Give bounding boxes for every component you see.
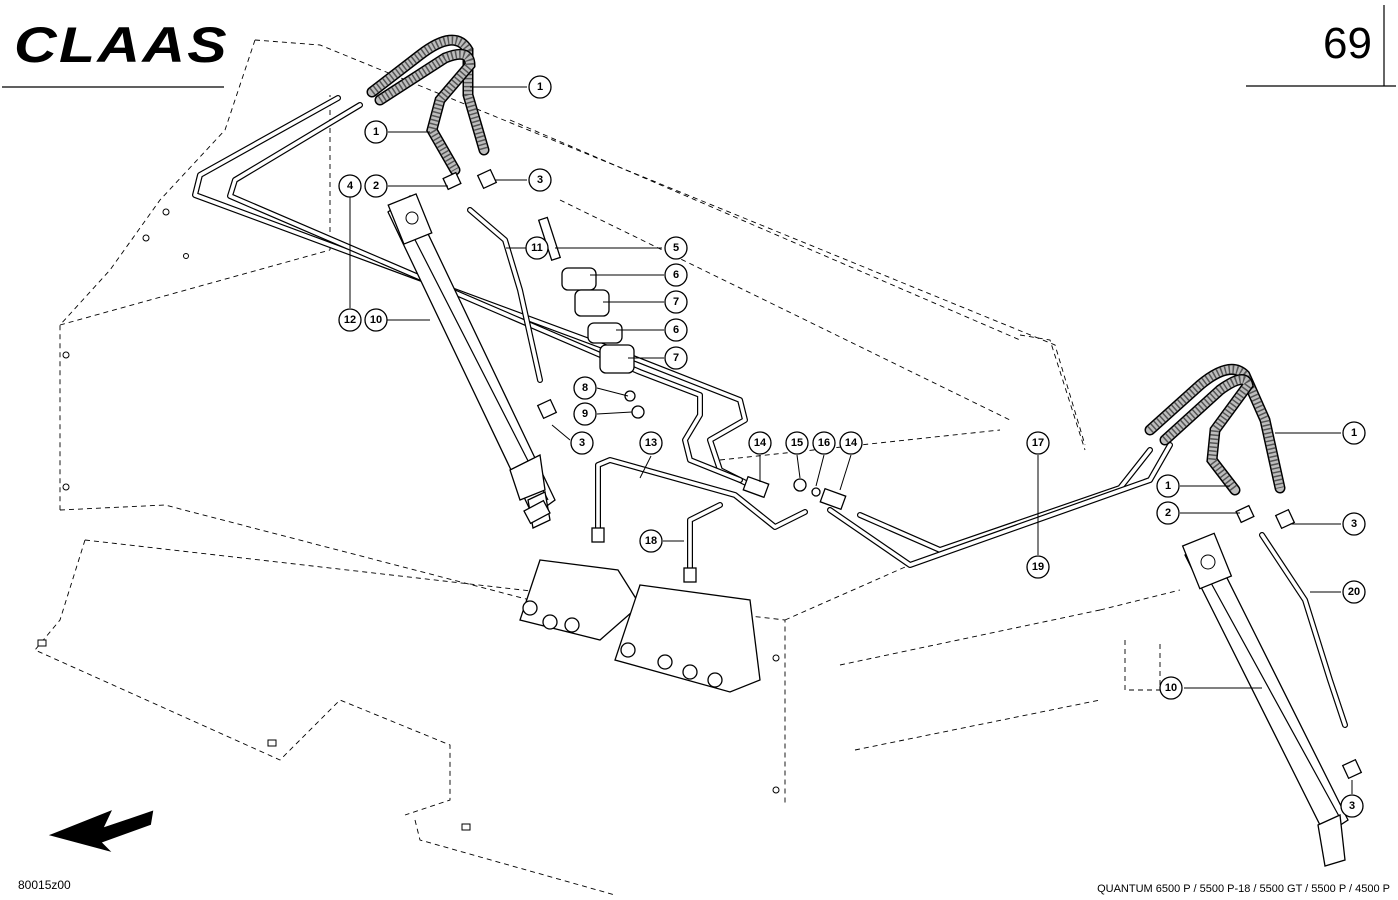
callout-13[interactable]: 13 — [639, 431, 663, 455]
svg-text:15: 15 — [791, 437, 803, 449]
drawing-code: 80015z00 — [18, 878, 71, 892]
brand-logo: CLAAS — [14, 17, 229, 73]
svg-text:1: 1 — [373, 126, 379, 138]
callout-3[interactable]: 3 — [1340, 794, 1364, 818]
hoses — [366, 34, 1286, 496]
page-number: 69 — [1323, 19, 1372, 68]
callout-1[interactable]: 1 — [1342, 421, 1366, 445]
header: CLAAS 69 — [2, 5, 1396, 88]
callout-18[interactable]: 18 — [639, 529, 663, 553]
callout-7[interactable]: 7 — [664, 290, 688, 314]
svg-text:2: 2 — [373, 180, 379, 192]
svg-text:20: 20 — [1348, 586, 1360, 598]
svg-text:14: 14 — [754, 437, 767, 449]
callouts: 1 1 2 3 4 11 5 6 7 6 7 12 10 8 9 3 13 14… — [338, 75, 1366, 818]
callout-14[interactable]: 14 — [839, 431, 863, 455]
callout-4[interactable]: 4 — [338, 174, 362, 198]
callout-2[interactable]: 2 — [364, 174, 388, 198]
callout-8[interactable]: 8 — [573, 376, 597, 400]
cylinder-left — [387, 193, 556, 529]
svg-text:1: 1 — [537, 81, 543, 93]
svg-text:8: 8 — [582, 382, 588, 394]
callout-15[interactable]: 15 — [785, 431, 809, 455]
callout-17[interactable]: 17 — [1026, 431, 1050, 455]
callout-12[interactable]: 12 — [338, 308, 362, 332]
svg-text:12: 12 — [344, 314, 356, 326]
svg-text:1: 1 — [1351, 427, 1357, 439]
svg-text:6: 6 — [673, 324, 679, 336]
callout-3[interactable]: 3 — [570, 431, 594, 455]
svg-text:6: 6 — [673, 269, 679, 281]
svg-text:10: 10 — [370, 314, 382, 326]
svg-text:5: 5 — [673, 242, 679, 254]
svg-text:19: 19 — [1032, 561, 1044, 573]
valve-blocks — [519, 559, 761, 693]
arrow-down-left-icon — [48, 810, 154, 852]
leader-lines — [349, 86, 1353, 794]
cylinder-right — [1181, 532, 1349, 867]
svg-text:3: 3 — [1349, 800, 1355, 812]
svg-text:7: 7 — [673, 296, 679, 308]
svg-text:14: 14 — [845, 437, 858, 449]
callout-3[interactable]: 3 — [1342, 512, 1366, 536]
callout-2[interactable]: 2 — [1156, 501, 1180, 525]
svg-text:7: 7 — [673, 352, 679, 364]
callout-9[interactable]: 9 — [573, 402, 597, 426]
callout-11[interactable]: 11 — [525, 236, 549, 260]
svg-text:3: 3 — [537, 174, 543, 186]
svg-text:9: 9 — [582, 408, 588, 420]
callout-7[interactable]: 7 — [664, 346, 688, 370]
model-line: QUANTUM 6500 P / 5500 P-18 / 5500 GT / 5… — [1097, 883, 1390, 895]
callout-20[interactable]: 20 — [1342, 580, 1366, 604]
svg-text:13: 13 — [645, 437, 657, 449]
svg-text:11: 11 — [531, 242, 543, 254]
callout-5[interactable]: 5 — [664, 236, 688, 260]
callout-16[interactable]: 16 — [812, 431, 836, 455]
svg-text:4: 4 — [347, 180, 354, 192]
fittings — [442, 168, 1363, 780]
callout-6[interactable]: 6 — [664, 318, 688, 342]
svg-text:3: 3 — [579, 437, 585, 449]
svg-text:18: 18 — [645, 535, 657, 547]
callout-1[interactable]: 1 — [528, 75, 552, 99]
callout-19[interactable]: 19 — [1026, 555, 1050, 579]
svg-text:17: 17 — [1032, 437, 1044, 449]
callout-10[interactable]: 10 — [364, 308, 388, 332]
callout-1[interactable]: 1 — [1156, 474, 1180, 498]
svg-text:16: 16 — [818, 437, 830, 449]
callout-6[interactable]: 6 — [664, 263, 688, 287]
rigid-pipes — [192, 95, 1348, 728]
svg-text:10: 10 — [1165, 682, 1177, 694]
svg-text:1: 1 — [1165, 480, 1171, 492]
callout-14[interactable]: 14 — [748, 431, 772, 455]
callout-3[interactable]: 3 — [528, 168, 552, 192]
callout-1[interactable]: 1 — [364, 120, 388, 144]
svg-text:3: 3 — [1351, 518, 1357, 530]
svg-text:2: 2 — [1165, 507, 1171, 519]
callout-10[interactable]: 10 — [1159, 676, 1183, 700]
